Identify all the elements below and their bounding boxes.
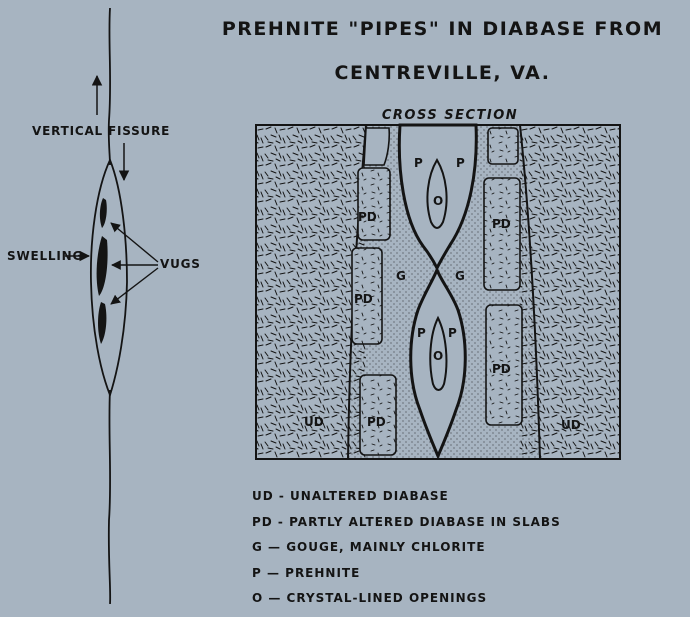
- label-o-upper: O: [433, 194, 443, 208]
- label-pd-5: PD: [367, 415, 386, 429]
- label-pd-2: PD: [492, 217, 511, 231]
- label-ud-left: UD: [304, 415, 324, 429]
- vug-arrow-3: [111, 268, 158, 304]
- label-pd-4: PD: [492, 362, 511, 376]
- vug-arrow-1: [111, 223, 158, 262]
- vug-2: [97, 236, 108, 296]
- label-ud-right: UD: [561, 418, 581, 432]
- swelling-outline: [91, 160, 127, 395]
- pd-slab-left-top-small: [364, 128, 389, 165]
- legend-item-g: G — GOUGE, MAINLY CHLORITE: [252, 540, 561, 566]
- vug-1: [100, 198, 107, 228]
- label-pd-1: PD: [358, 210, 377, 224]
- label-p-upper-left: P: [414, 156, 423, 170]
- label-p-lower-left: P: [417, 326, 426, 340]
- cross-section-figure: P P O G G P P O PD PD PD PD PD UD UD: [256, 125, 620, 459]
- label-g-left: G: [396, 269, 406, 283]
- legend-item-ud: UD - UNALTERED DIABASE: [252, 489, 561, 515]
- label-g-right: G: [455, 269, 465, 283]
- label-p-upper-right: P: [456, 156, 465, 170]
- label-o-lower: O: [433, 349, 443, 363]
- vertical-fissure-line: [109, 8, 110, 604]
- legend-item-pd: PD - PARTLY ALTERED DIABASE IN SLABS: [252, 515, 561, 541]
- legend-item-p: P — PREHNITE: [252, 566, 561, 592]
- fissure-figure: [65, 8, 158, 604]
- label-p-lower-right: P: [448, 326, 457, 340]
- label-pd-3: PD: [354, 292, 373, 306]
- vug-3: [98, 302, 106, 344]
- legend: UD - UNALTERED DIABASE PD - PARTLY ALTER…: [252, 489, 561, 617]
